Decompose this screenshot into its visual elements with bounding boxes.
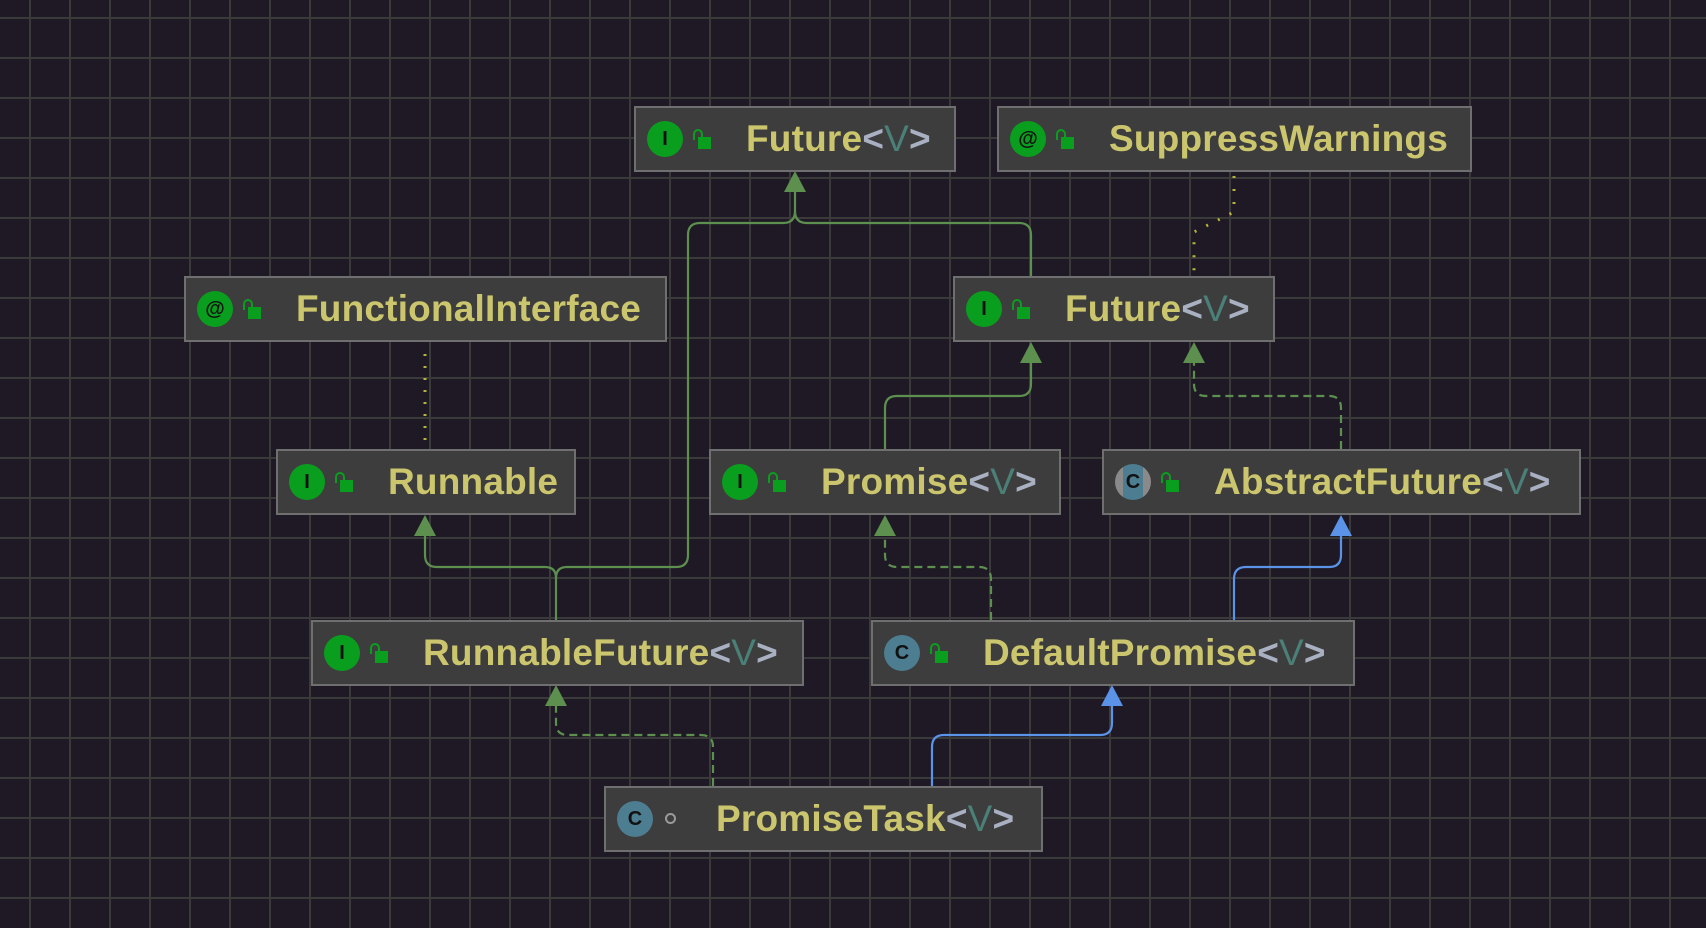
arrowhead-promise <box>874 515 896 536</box>
public-lock-icon <box>692 128 712 150</box>
annotation-icon: @ <box>1010 121 1046 157</box>
edge-future2-future <box>793 210 1033 276</box>
interface-icon: I <box>966 291 1002 327</box>
node-suppresswarnings[interactable]: @ SuppressWarnings <box>997 106 1472 172</box>
node-label: Future<V> <box>746 118 931 159</box>
package-private-icon <box>662 808 682 830</box>
node-label: FunctionalInterface <box>296 288 642 329</box>
public-lock-icon <box>1160 471 1180 493</box>
arrowhead-runnablefuture <box>545 685 567 706</box>
node-label: SuppressWarnings <box>1109 118 1449 159</box>
edge-defaultpromise-promise <box>883 532 993 620</box>
node-runnable[interactable]: I Runnable <box>276 449 576 515</box>
node-defaultpromise[interactable]: C DefaultPromise<V> <box>871 620 1355 686</box>
node-label: AbstractFuture<V> <box>1214 461 1551 502</box>
edge-suppress-future2 <box>1192 176 1236 272</box>
class-icon: C <box>884 635 920 671</box>
node-future[interactable]: I Future<V> <box>634 106 956 172</box>
edge-promisetask-defaultpromise <box>930 702 1114 786</box>
node-label: Promise<V> <box>821 461 1037 502</box>
arrowhead-runnable <box>414 515 436 536</box>
node-label: RunnableFuture<V> <box>423 632 778 673</box>
node-abstractfuture[interactable]: C AbstractFuture<V> <box>1102 449 1581 515</box>
public-lock-icon <box>242 298 262 320</box>
edge-runnablefuture-runnable <box>423 532 558 579</box>
arrowhead-future2-right <box>1183 342 1205 363</box>
arrowhead-abstractfuture <box>1330 515 1352 536</box>
node-future-2[interactable]: I Future<V> <box>953 276 1275 342</box>
interface-icon: I <box>722 464 758 500</box>
node-label: Future<V> <box>1065 288 1250 329</box>
abstract-class-icon: C <box>1115 464 1151 500</box>
annotation-icon: @ <box>197 291 233 327</box>
arrowhead-future2-left <box>1020 342 1042 363</box>
arrowhead-defaultpromise <box>1101 685 1123 706</box>
interface-icon: I <box>324 635 360 671</box>
node-functionalinterface[interactable]: @ FunctionalInterface <box>184 276 667 342</box>
interface-icon: I <box>647 121 683 157</box>
edge-runnablefuture-future <box>554 188 797 620</box>
public-lock-icon <box>1055 128 1075 150</box>
interface-icon: I <box>289 464 325 500</box>
public-lock-icon <box>369 642 389 664</box>
node-label: DefaultPromise<V> <box>983 632 1326 673</box>
node-promisetask[interactable]: C PromiseTask<V> <box>604 786 1043 852</box>
public-lock-icon <box>929 642 949 664</box>
public-lock-icon <box>334 471 354 493</box>
arrowhead-future <box>784 171 806 192</box>
node-runnablefuture[interactable]: I RunnableFuture<V> <box>311 620 804 686</box>
node-label: PromiseTask<V> <box>716 798 1015 839</box>
edge-defaultpromise-abstractfuture <box>1232 532 1343 620</box>
node-label: Runnable <box>388 461 559 502</box>
class-icon: C <box>617 801 653 837</box>
node-promise[interactable]: I Promise<V> <box>709 449 1061 515</box>
edge-promise-future2 <box>883 359 1033 449</box>
edge-promisetask-runnablefuture <box>554 702 715 786</box>
public-lock-icon <box>767 471 787 493</box>
public-lock-icon <box>1011 298 1031 320</box>
edge-abstractfuture-future2 <box>1192 359 1343 449</box>
